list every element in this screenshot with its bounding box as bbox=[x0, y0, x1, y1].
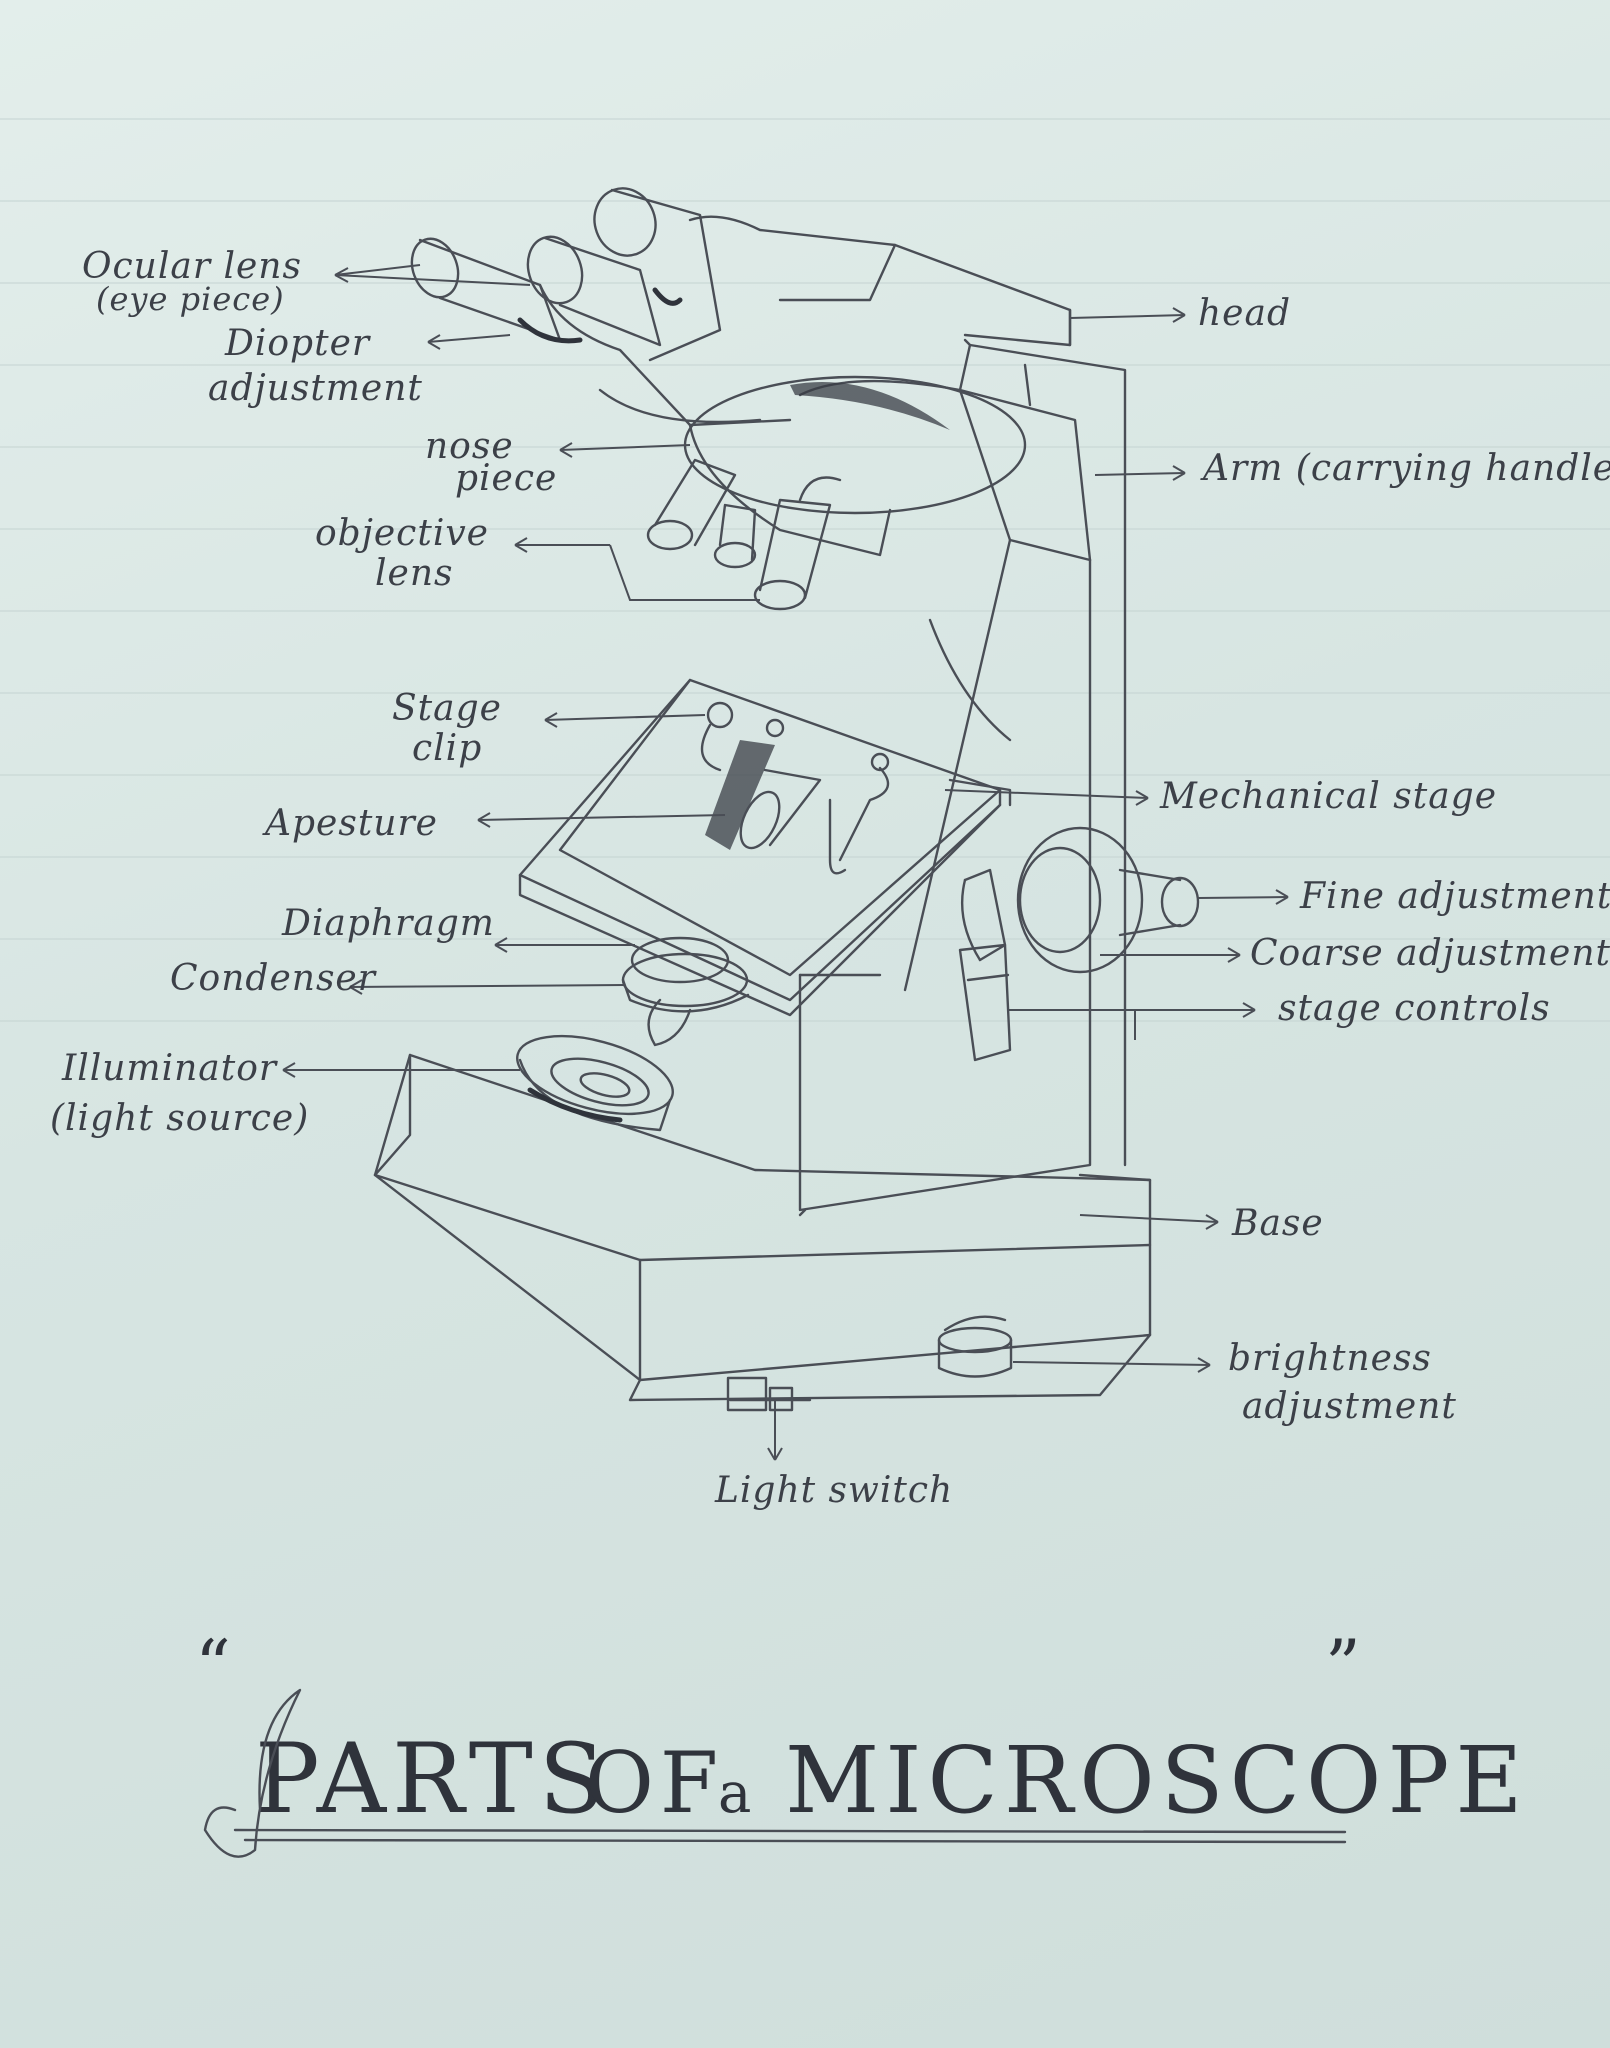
head-drawing bbox=[688, 215, 1072, 397]
microscope-sketch bbox=[373, 187, 1200, 1412]
label-coarse-adjustment: Coarse adjustment bbox=[1250, 933, 1610, 974]
ruled-line bbox=[0, 692, 1610, 694]
title-underline bbox=[233, 1828, 1347, 1834]
label-arm: Arm (carrying handle) bbox=[1200, 448, 1610, 489]
condenser-drawing bbox=[621, 936, 750, 1047]
label-fine-adjustment: Fine adjustment bbox=[1299, 876, 1610, 917]
label-aperture: Apesture bbox=[262, 803, 438, 844]
ruled-line bbox=[0, 938, 1610, 940]
label-head: head bbox=[1198, 293, 1291, 334]
label-light-switch: Light switch bbox=[714, 1470, 953, 1511]
label-base: Base bbox=[1231, 1203, 1324, 1244]
ruled-line bbox=[0, 1020, 1610, 1022]
ruled-line bbox=[0, 446, 1610, 448]
title-close-quote: ” bbox=[1325, 1625, 1367, 1707]
label-light-source: (light source) bbox=[50, 1098, 309, 1139]
label-diaphragm: Diaphragm bbox=[281, 903, 495, 944]
title-word-a: a bbox=[718, 1761, 757, 1826]
part-labels: Ocular lens (eye piece) Diopter adjustme… bbox=[50, 246, 1610, 1511]
title-underline-double bbox=[243, 1838, 1347, 1844]
label-nose-piece: piece bbox=[455, 458, 557, 499]
light-switch-drawing bbox=[726, 1376, 812, 1412]
label-objective-lens: lens bbox=[375, 553, 453, 594]
eyepiece-drawing bbox=[410, 187, 792, 427]
label-illuminator: Illuminator bbox=[61, 1048, 278, 1089]
title-word-parts: PARTS bbox=[255, 1723, 611, 1835]
label-objective: objective bbox=[315, 513, 489, 554]
leader-lines bbox=[282, 264, 1289, 1461]
ruled-line bbox=[0, 282, 1610, 284]
page-title: “ PARTS OF a MICROSCOPE ” bbox=[195, 1625, 1529, 1858]
label-brightness: brightness bbox=[1228, 1338, 1432, 1379]
label-nose: nose bbox=[425, 426, 514, 467]
illuminator-drawing bbox=[516, 1034, 674, 1132]
ruled-line bbox=[0, 610, 1610, 612]
label-eye-piece: (eye piece) bbox=[96, 280, 285, 318]
ruled-line bbox=[0, 118, 1610, 120]
label-mechanical-stage: Mechanical stage bbox=[1159, 776, 1497, 817]
focus-knob-drawing bbox=[1016, 826, 1200, 974]
label-diopter-adjustment: adjustment bbox=[208, 368, 423, 409]
ruled-line bbox=[0, 856, 1610, 858]
stage-controls-drawing bbox=[958, 868, 1012, 1062]
label-brightness-adjustment: adjustment bbox=[1242, 1386, 1457, 1427]
base-drawing bbox=[373, 1053, 1152, 1402]
ruled-line bbox=[0, 774, 1610, 776]
stage-drawing bbox=[518, 678, 1012, 1017]
label-ocular-lens: Ocular lens bbox=[82, 246, 302, 287]
label-diopter: Diopter bbox=[224, 323, 371, 364]
label-stage-clip: clip bbox=[412, 728, 482, 769]
label-condenser: Condenser bbox=[170, 958, 377, 999]
ruled-line bbox=[0, 528, 1610, 530]
arm-drawing bbox=[928, 338, 1127, 1167]
pillar-drawing bbox=[798, 538, 1092, 1217]
ruled-line bbox=[0, 364, 1610, 366]
title-word-of: OF bbox=[585, 1734, 724, 1832]
title-word-microscope: MICROSCOPE bbox=[785, 1727, 1529, 1834]
label-stage: Stage bbox=[392, 688, 502, 729]
brightness-knob-drawing bbox=[937, 1315, 1013, 1378]
label-stage-controls: stage controls bbox=[1278, 988, 1551, 1029]
title-open-quote: “ bbox=[195, 1625, 237, 1707]
ruled-line bbox=[0, 200, 1610, 202]
title-flourish bbox=[203, 1688, 302, 1858]
